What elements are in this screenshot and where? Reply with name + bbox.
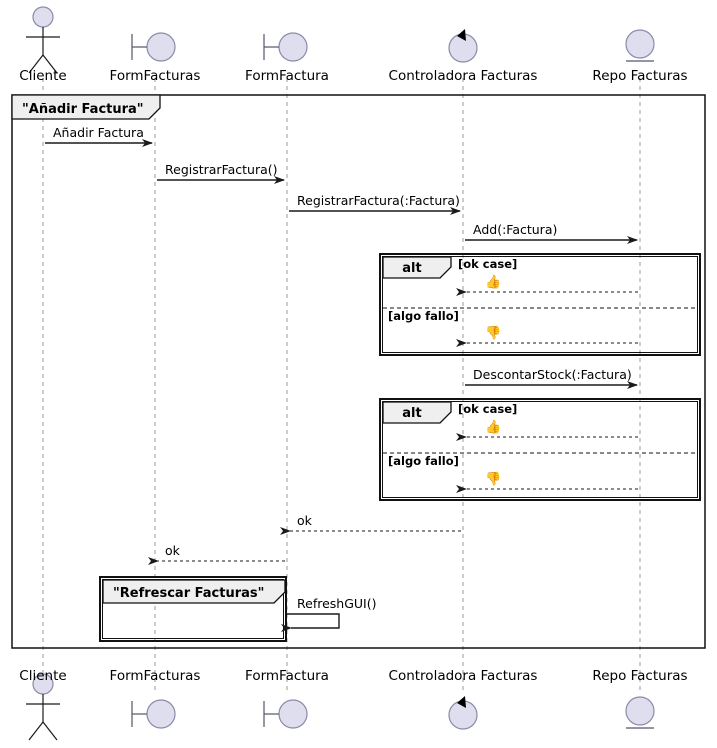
fragment-guard-1: [algo fallo] xyxy=(388,454,459,468)
participant-formfactura[interactable]: FormFactura xyxy=(245,32,329,84)
fragment-title: alt xyxy=(402,261,421,276)
fragment-border xyxy=(379,398,701,501)
control-arrow-icon xyxy=(457,29,466,41)
participant-controladora-facturas[interactable]: Controladora Facturas xyxy=(389,29,538,84)
actor-head-icon xyxy=(32,6,54,28)
message-9[interactable]: ok xyxy=(280,513,461,535)
fragment-header-tab xyxy=(102,579,286,604)
participant-cliente[interactable]: Cliente xyxy=(19,6,67,84)
fragment-alt-fragment-stock[interactable]: alt [ok case] [algo fallo] xyxy=(379,398,701,501)
participant-cliente[interactable]: Cliente xyxy=(19,668,67,741)
participant-repo-facturas[interactable]: Repo Facturas xyxy=(592,29,688,84)
boundary-circle-icon xyxy=(278,699,308,729)
message-8[interactable]: 👎 xyxy=(456,471,638,493)
fragment-guard-0: [ok case] xyxy=(458,257,517,271)
message-0[interactable]: Añadir Factura xyxy=(45,125,153,147)
thumbs-up-icon: 👍 xyxy=(485,274,501,290)
participant-label-repo-facturas: Repo Facturas xyxy=(592,668,687,684)
participant-formfactura[interactable]: FormFactura xyxy=(245,668,329,729)
participant-label-controladora-facturas: Controladora Facturas xyxy=(389,68,538,84)
thumbs-up-icon: 👍 xyxy=(485,419,501,435)
fragment-title: "Refrescar Facturas" xyxy=(113,586,264,601)
fragment-title: alt xyxy=(402,406,421,421)
thumbs-down-icon: 👎 xyxy=(485,325,501,341)
message-label: ok xyxy=(165,543,181,558)
lifelines-layer xyxy=(42,78,641,690)
fragment-border xyxy=(11,94,706,649)
participant-label-formfactura: FormFactura xyxy=(245,668,329,684)
fragment-header-tab xyxy=(382,401,452,424)
participant-label-formfactura: FormFactura xyxy=(245,68,329,84)
participant-label-formfacturas: FormFacturas xyxy=(110,68,201,84)
boundary-circle-icon xyxy=(278,32,308,62)
participant-formfacturas[interactable]: FormFacturas xyxy=(110,668,201,729)
actor-leg-left-icon xyxy=(28,721,44,741)
message-label: RefreshGUI() xyxy=(297,596,376,611)
thumbs-down-icon: 👎 xyxy=(485,471,501,487)
message-5[interactable]: 👎 xyxy=(456,325,638,347)
message-2[interactable]: RegistrarFactura(:Factura) xyxy=(289,193,461,215)
participant-formfacturas[interactable]: FormFacturas xyxy=(110,32,201,84)
fragment-refrescar-facturas-frame[interactable]: "Refrescar Facturas" xyxy=(99,576,287,642)
participant-label-controladora-facturas: Controladora Facturas xyxy=(389,668,538,684)
fragment-guard-0: [ok case] xyxy=(458,402,517,416)
participant-label-cliente: Cliente xyxy=(19,668,66,684)
message-6[interactable]: DescontarStock(:Factura) xyxy=(465,367,638,389)
actor-leg-left-icon xyxy=(28,54,44,74)
boundary-circle-icon xyxy=(146,32,176,62)
fragment-anadir-factura-frame[interactable]: "Añadir Factura" xyxy=(11,94,706,649)
participant-repo-facturas[interactable]: Repo Facturas xyxy=(592,668,688,729)
entity-circle-icon xyxy=(625,696,655,726)
message-11[interactable]: RefreshGUI() xyxy=(281,596,376,632)
message-label: DescontarStock(:Factura) xyxy=(473,367,632,382)
message-1[interactable]: RegistrarFactura() xyxy=(157,162,285,184)
fragment-inner-border xyxy=(382,256,698,353)
fragment-guard-1: [algo fallo] xyxy=(388,309,459,323)
actor-leg-right-icon xyxy=(42,54,58,74)
message-label: RegistrarFactura(:Factura) xyxy=(297,193,460,208)
entity-circle-icon xyxy=(625,29,655,59)
fragment-alt-fragment-add[interactable]: alt [ok case] [algo fallo] xyxy=(379,253,701,356)
message-3[interactable]: Add(:Factura) xyxy=(465,222,638,244)
actor-leg-right-icon xyxy=(42,721,58,741)
participant-label-formfacturas: FormFacturas xyxy=(110,668,201,684)
fragment-title: "Añadir Factura" xyxy=(22,102,144,117)
message-label: RegistrarFactura() xyxy=(165,162,278,177)
fragment-border xyxy=(379,253,701,356)
boundary-circle-icon xyxy=(146,699,176,729)
fragment-border xyxy=(99,576,287,642)
message-10[interactable]: ok xyxy=(148,543,285,565)
participant-label-cliente: Cliente xyxy=(19,68,66,84)
fragment-header-tab xyxy=(11,94,161,120)
message-label: Añadir Factura xyxy=(53,125,144,140)
participant-label-repo-facturas: Repo Facturas xyxy=(592,68,687,84)
control-arrow-icon xyxy=(457,696,466,708)
message-4[interactable]: 👍 xyxy=(456,274,638,296)
message-label: ok xyxy=(297,513,313,528)
message-7[interactable]: 👍 xyxy=(456,419,638,441)
message-self-loop xyxy=(281,613,340,632)
fragment-inner-border xyxy=(382,401,698,498)
participant-controladora-facturas[interactable]: Controladora Facturas xyxy=(389,668,538,730)
fragment-header-tab xyxy=(382,256,452,279)
message-label: Add(:Factura) xyxy=(473,222,557,237)
fragments-layer: "Añadir Factura" alt [ok case] [algo fallo]… xyxy=(11,94,706,649)
